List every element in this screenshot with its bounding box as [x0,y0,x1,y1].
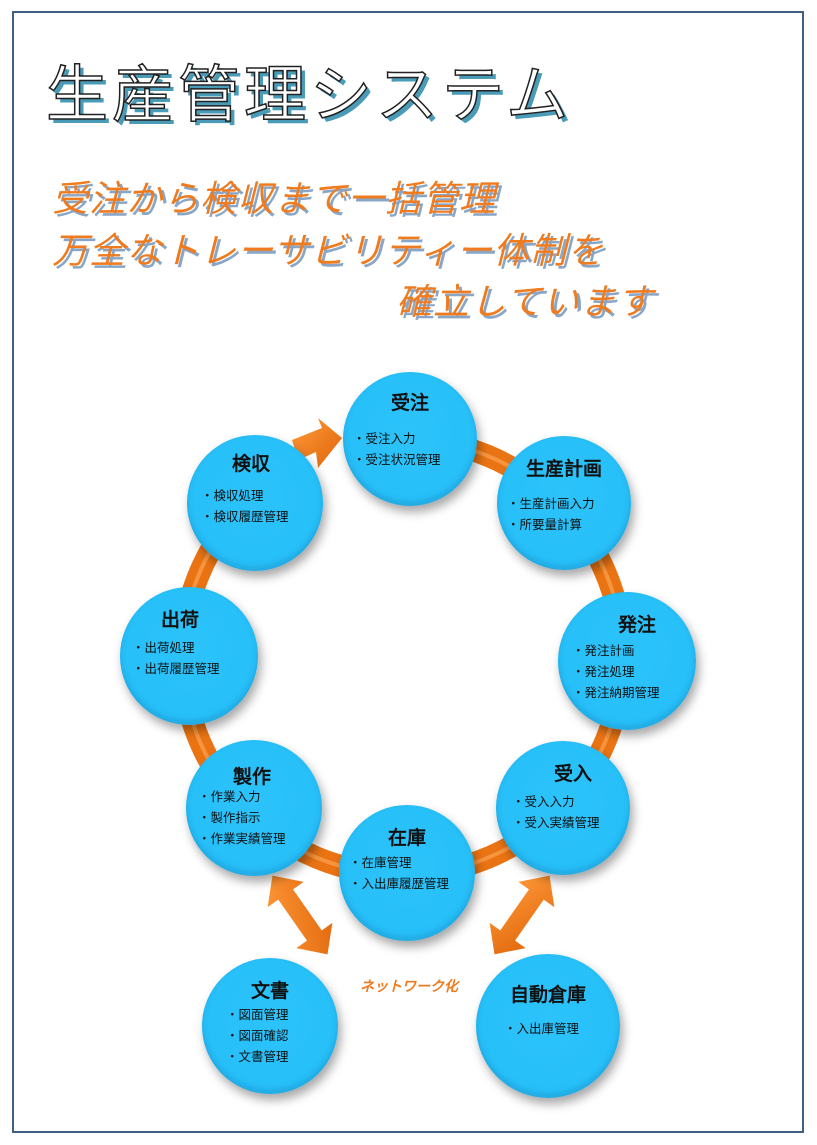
node-item: 検収処理 [201,485,289,506]
node-title: 生産計画 [525,458,602,480]
node-item: 製作指示 [198,807,286,828]
node-item: 出荷処理 [132,637,220,658]
node-title: 製作 [232,766,271,788]
page-frame [12,11,804,1133]
node-title: 出荷 [160,609,199,631]
node-title: 文書 [250,980,289,1002]
node-item: 在庫管理 [349,852,449,873]
node-inspect: 検収 検収処理検収履歴管理 [187,435,323,571]
node-title: 在庫 [387,827,426,849]
node-plan: 生産計画 生産計画入力所要量計算 [497,436,631,570]
subtitle-line-3: 確立しています [396,282,654,323]
subtitle-line-2: 万全なトレーサビリティー体制を [52,231,605,272]
node-item: 受入実績管理 [512,812,600,833]
node-title: 受入 [553,763,592,785]
node-item: 受注状況管理 [353,449,441,470]
node-title: 受注 [390,392,429,414]
node-item: 受入入力 [512,791,600,812]
node-item: 作業実績管理 [198,828,286,849]
double-arrow-right-icon [489,875,555,955]
node-item: 発注納期管理 [572,682,660,703]
node-warehouse: 自動倉庫 入出庫管理 [476,954,620,1098]
node-item: 文書管理 [226,1046,289,1067]
node-item: 入出庫履歴管理 [349,873,450,894]
subtitle-line-1: 受注から検収まで一括管理 [52,179,497,220]
node-title: 検収 [231,453,270,475]
node-item: 図面確認 [226,1025,289,1046]
double-arrow-left-icon [267,875,333,955]
node-item: 発注処理 [572,661,660,682]
node-make: 製作 作業入力製作指示作業実績管理 [186,740,322,876]
node-title: 発注 [617,614,656,636]
node-order: 受注 受注入力受注状況管理 [343,372,477,506]
node-docs: 文書 図面管理図面確認文書管理 [202,958,338,1094]
node-item: 入出庫管理 [504,1018,580,1039]
node-item: 作業入力 [198,786,286,807]
node-item: 受注入力 [353,428,441,449]
node-purchase: 発注 発注計画発注処理発注納期管理 [558,592,696,730]
node-item: 生産計画入力 [507,493,595,514]
network-label: ネットワーク化 [360,979,458,995]
page-title: 生産管理システム [45,57,573,132]
node-item: 所要量計算 [507,514,595,535]
node-ship: 出荷 出荷処理出荷履歴管理 [120,587,258,725]
node-receive: 受入 受入入力受入実績管理 [496,741,630,875]
node-item: 図面管理 [226,1004,289,1025]
node-item: 出荷履歴管理 [132,658,220,679]
node-stock: 在庫 在庫管理入出庫履歴管理 [339,805,475,941]
node-item: 発注計画 [572,640,660,661]
node-title: 自動倉庫 [509,984,586,1006]
node-item: 検収履歴管理 [201,506,289,527]
